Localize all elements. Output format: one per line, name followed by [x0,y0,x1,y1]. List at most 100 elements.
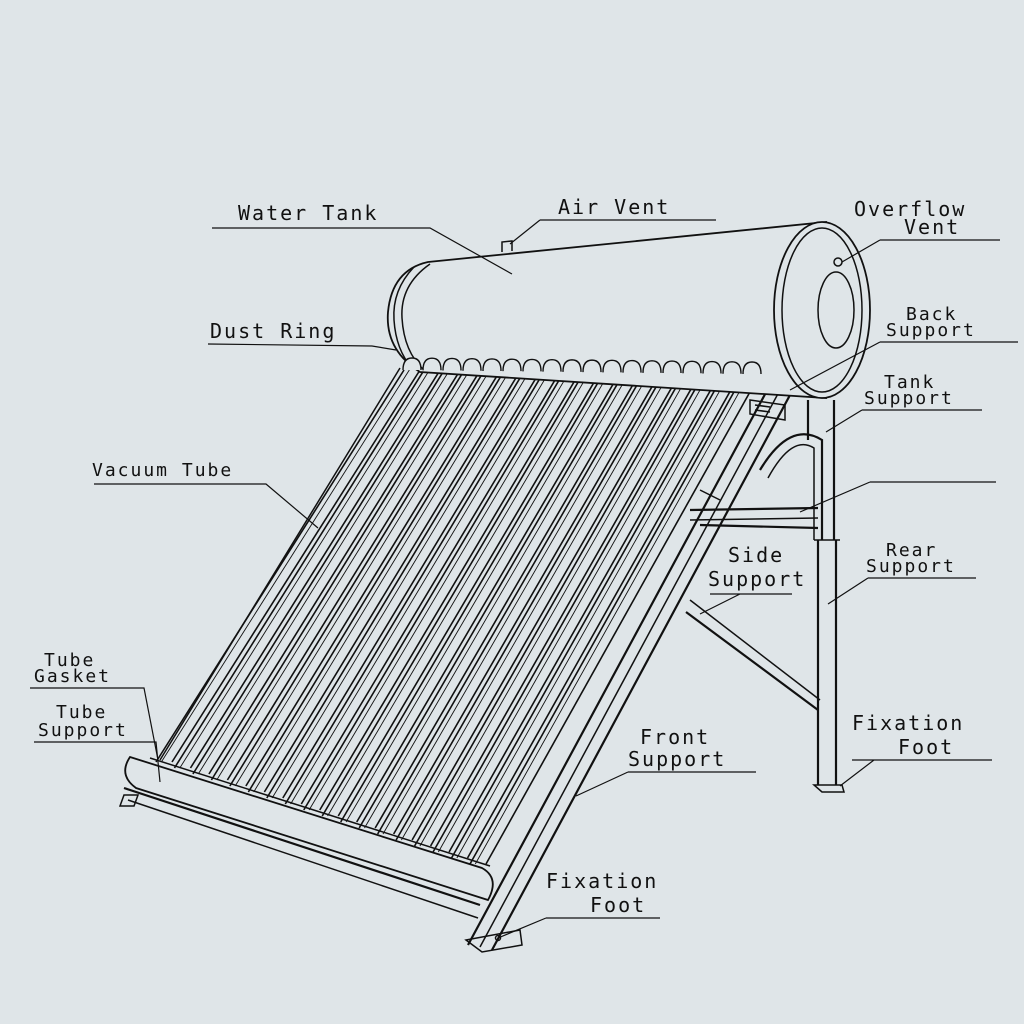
leader-overflow-vent [841,239,1000,263]
tank-end-cap-rim [781,227,863,393]
front-support-rail-mid [479,389,781,948]
vacuum-tube-inner-line [419,373,690,847]
label-overflow-vent-line1: Overflow [854,197,966,221]
leader-rear-support [827,577,976,605]
vacuum-tube [266,370,541,799]
label-tube-support-line1: Tube [56,702,107,723]
label-fixation-foot-right-line2: Foot [898,735,954,759]
vacuum-tube [340,371,621,823]
vacuum-tube-edge [171,369,421,763]
tube-socket [682,360,702,374]
vacuum-tube [469,373,761,865]
vacuum-tube-edge [300,371,561,805]
label-rear-support-line1: Rear [886,540,937,561]
tube-socket [602,359,622,373]
rear-crossbar-top-2 [689,517,819,521]
left-side-rail [159,367,401,761]
label-tube-gasket-line2: Gasket [34,666,111,687]
vacuum-tube [321,371,601,817]
vacuum-tube-inner-line [290,371,550,805]
label-fixation-foot-right-line1: Fixation [852,711,964,735]
vacuum-tube [173,369,441,769]
tube-support-bar [124,755,494,902]
labels: Water Tank Air Vent Overflow Vent Dust R… [34,195,976,917]
vacuum-tube-inner-line [253,370,510,793]
label-side-support-line1: Side [728,543,784,567]
vacuum-tube [229,370,501,787]
tube-socket [562,359,582,372]
vacuum-tube-edge [392,372,661,835]
vacuum-tube-edge [155,369,405,763]
label-front-support-line1: Front [640,725,710,749]
label-overflow-vent-line2: Vent [904,215,960,239]
dust-ring-curve [401,263,431,371]
vacuum-tube-edge [485,373,761,865]
leader-crossbar [799,481,996,513]
vacuum-tube-edge [189,369,441,769]
water-tank [386,221,871,399]
front-support-rail-outer [467,384,771,946]
front-foot-bolt [494,934,502,942]
tank-support-arch [759,433,824,540]
tube-socket [702,360,722,374]
vacuum-tube [303,371,581,811]
rear-fixation-foot [812,784,845,793]
side-support-diagonal [685,611,819,711]
vacuum-tube [247,370,521,793]
leader-water-tank [212,227,513,275]
vacuum-tube-inner-line [364,372,630,829]
vacuum-tube-edge [319,371,581,811]
tank-end-cap [773,221,871,399]
vacuum-tube-inner-line [327,371,590,817]
tube-socket [502,358,522,372]
leader-fixation-foot-right [839,759,992,787]
vacuum-tube [376,372,661,835]
tube-socket [462,358,482,371]
leader-front-support [575,771,756,797]
vacuum-tube [192,370,461,775]
leader-vacuum-tube [94,483,319,529]
leader-dust-ring [207,343,397,351]
tube-socket [482,358,502,371]
vacuum-tube-edge [282,370,541,799]
vacuum-tube-edge [469,373,745,865]
vacuum-tube-inner-line [401,372,670,841]
label-fixation-foot-front-line1: Fixation [546,869,658,893]
vacuum-tube [155,369,421,763]
vacuum-tube-edge [229,370,485,787]
label-vacuum-tube: Vacuum Tube [92,460,233,481]
front-fixation-foot [464,929,523,953]
label-dust-ring: Dust Ring [210,319,336,343]
header-bracket-detail [754,404,771,413]
tube-socket [522,358,542,372]
tube-socket [402,357,422,371]
tube-socket [422,357,442,371]
vacuum-tube-inner-line [216,370,470,781]
tank-support-arch-inner [767,443,815,540]
label-water-tank: Water Tank [238,201,378,225]
vacuum-tube-inner-line [197,370,450,775]
vacuum-tube-inner-line [438,373,710,853]
vacuum-tube-inner-line [474,373,750,865]
vacuum-tube-edge [429,372,701,847]
rear-crossbar-top [689,506,819,512]
side-support-diagonal-2 [689,599,821,701]
vacuum-tube-edge [173,369,425,769]
collector-frame [118,367,791,953]
vacuum-tube-edge [303,371,565,811]
bottom-rail-1 [123,786,481,907]
vacuum-tube [210,370,481,781]
vacuum-tube-edge [466,373,741,859]
tube-socket [642,360,662,373]
tube-socket [662,360,682,374]
vacuum-tube-edge [226,370,481,781]
label-fixation-foot-front-line2: Foot [590,893,646,917]
vacuum-tube-inner-line [345,372,610,823]
vacuum-tube [450,373,741,859]
label-tube-gasket-line1: Tube [44,650,95,671]
label-back-support-line2: Support [886,320,976,341]
vacuum-tube-inner-line [160,369,410,763]
vacuum-tube [284,371,561,805]
leader-side-support [699,593,792,615]
vacuum-tube-edge [210,370,465,781]
